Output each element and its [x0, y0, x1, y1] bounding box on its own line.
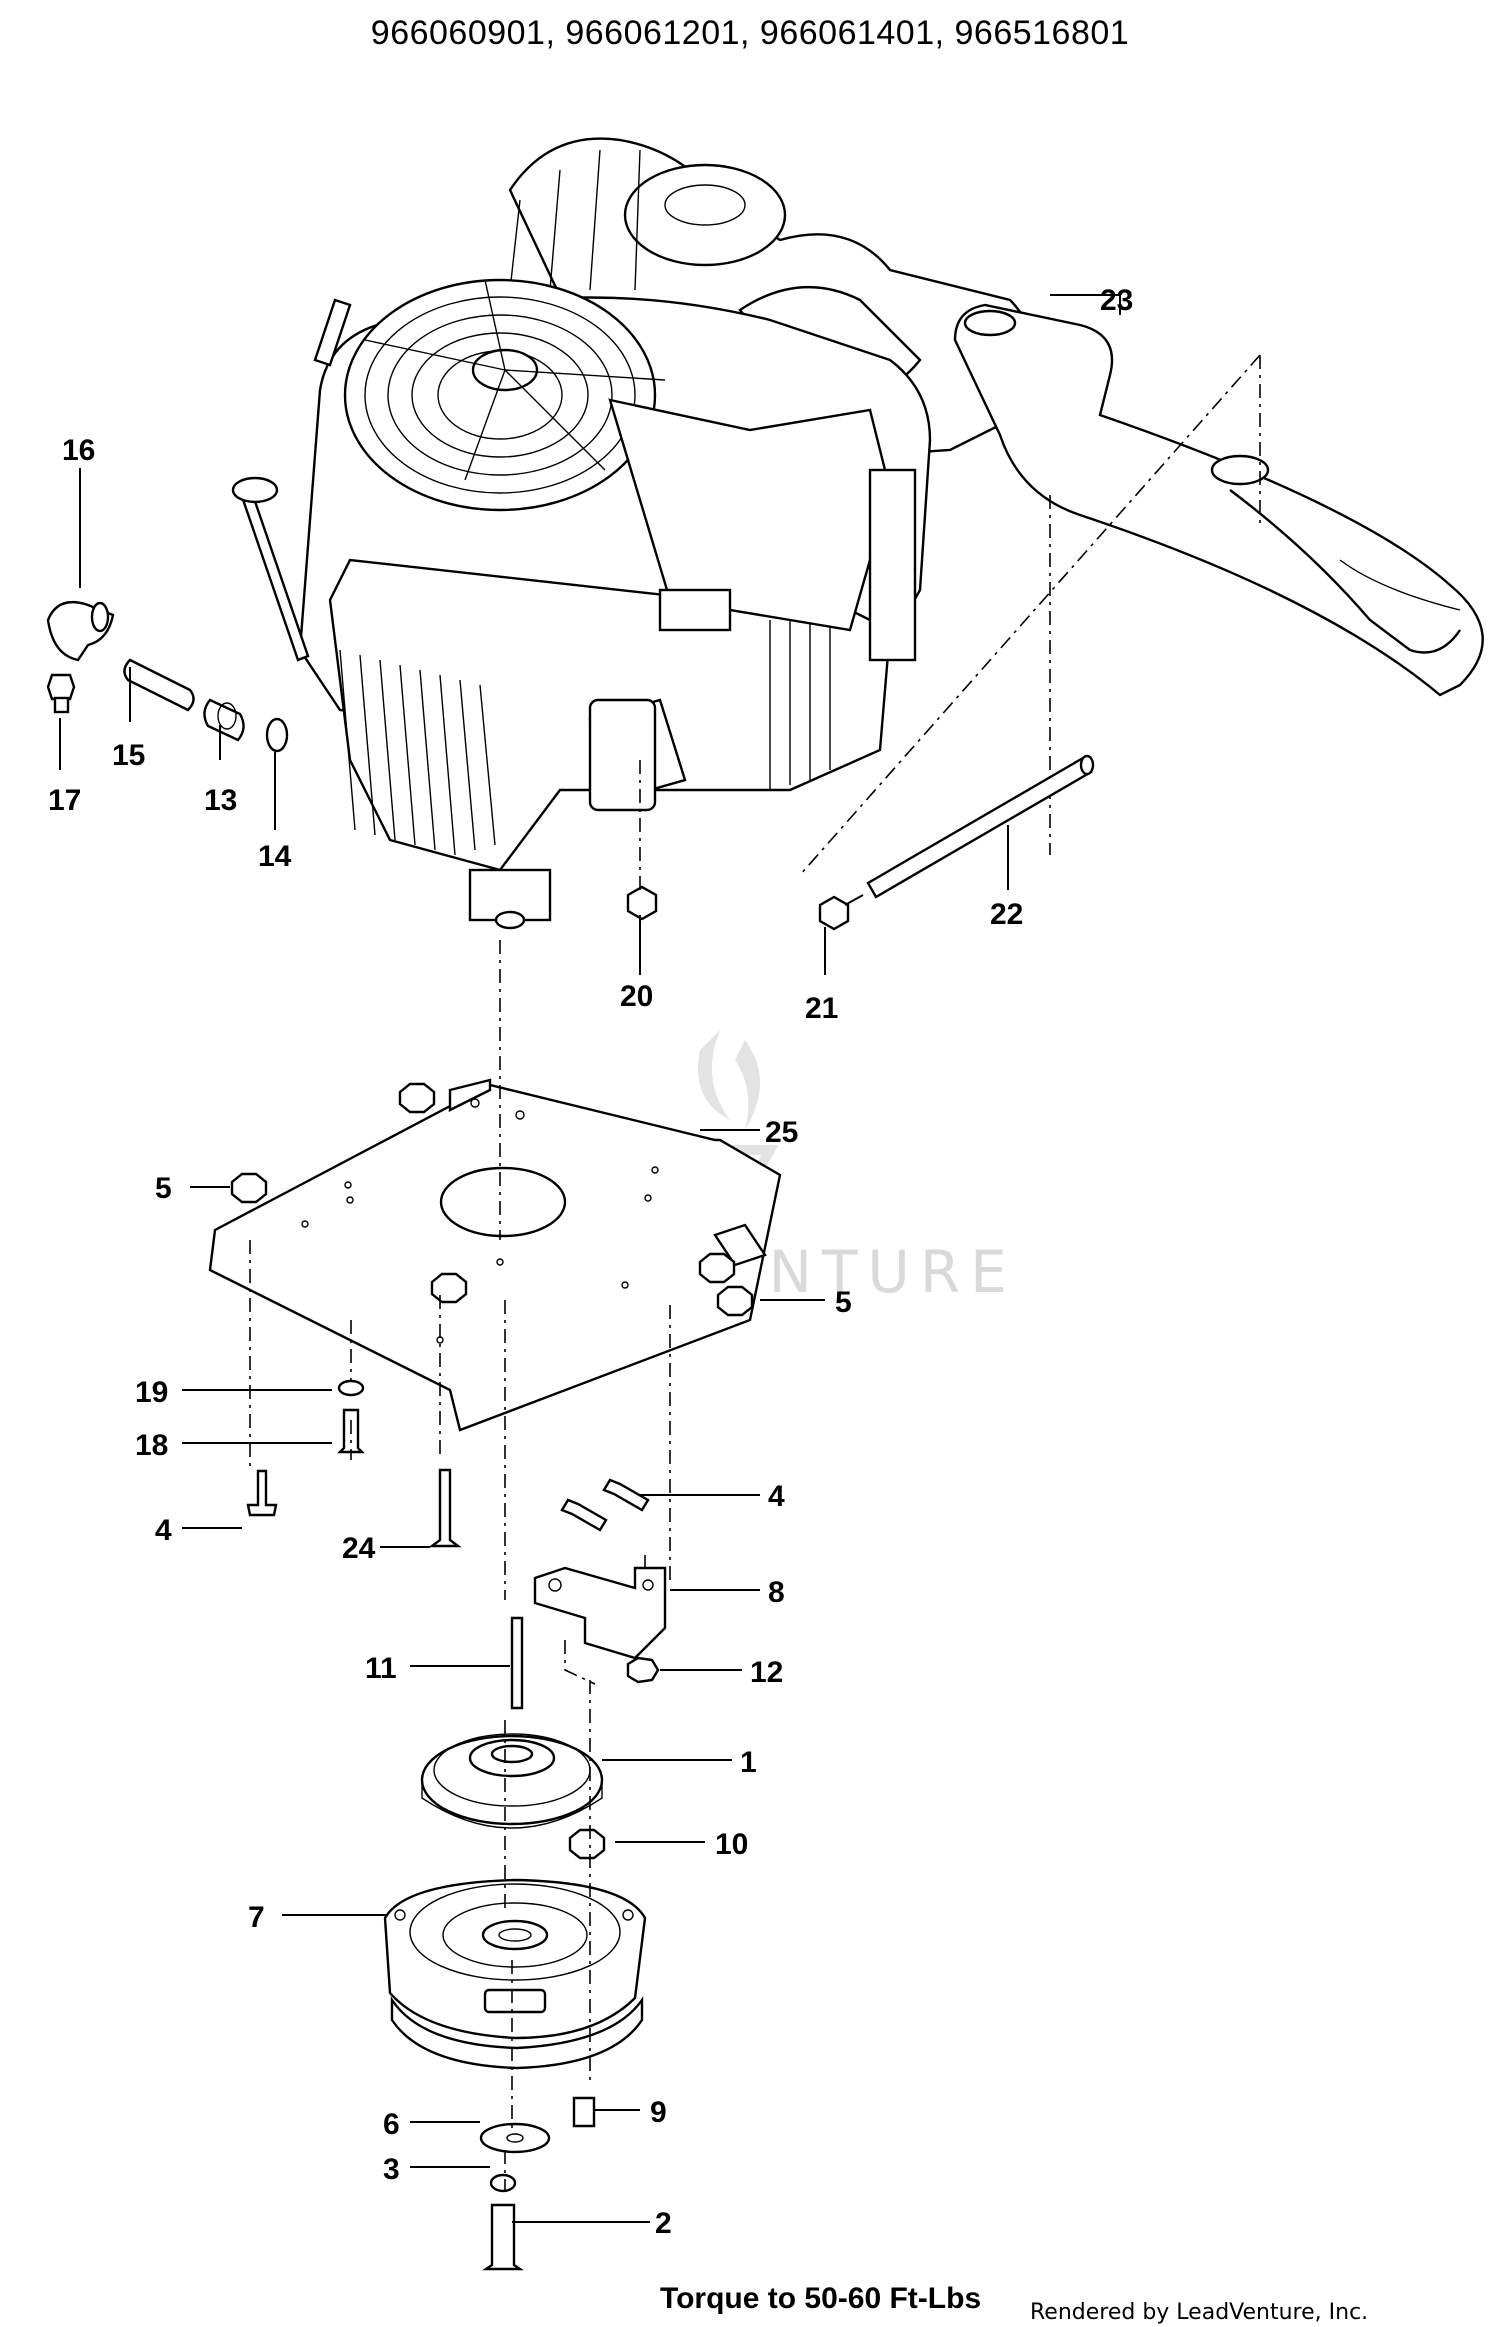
- callout-15: 15: [112, 739, 145, 772]
- callout-17: 17: [48, 784, 81, 817]
- callout-5-left: 5: [155, 1172, 172, 1205]
- callout-1: 1: [740, 1746, 757, 1779]
- callout-4-right: 4: [768, 1480, 785, 1513]
- plate-fasteners: [246, 1379, 462, 1548]
- part-7-clutch: [383, 1878, 647, 2070]
- callout-21: 21: [805, 992, 838, 1025]
- part-5-flange-nuts: [230, 1082, 754, 1317]
- part-20-nut: [626, 885, 658, 921]
- callout-4-left: 4: [155, 1514, 172, 1547]
- callout-5-right: 5: [835, 1286, 852, 1319]
- part-10-nut: [568, 1828, 606, 1860]
- callout-22: 22: [990, 898, 1023, 931]
- callout-18: 18: [135, 1429, 168, 1462]
- callout-23: 23: [1100, 284, 1133, 317]
- torque-note: Torque to 50-60 Ft-Lbs: [660, 2282, 982, 2315]
- part-8-bracket: [533, 1566, 667, 1660]
- callout-13: 13: [204, 784, 237, 817]
- part-21-nut: [818, 895, 850, 931]
- part-11-key: [510, 1616, 524, 1710]
- fuel-fittings: [46, 600, 289, 753]
- leader-lines: [59, 294, 1121, 2223]
- part-4-bolts-upper: [560, 1478, 650, 1532]
- part-25-mount-plate: [208, 1078, 782, 1432]
- callout-2: 2: [655, 2207, 672, 2240]
- callout-14: 14: [258, 840, 292, 873]
- muffler: [953, 303, 1484, 697]
- assembly-lines: [249, 760, 671, 2190]
- callout-8: 8: [768, 1576, 785, 1609]
- lower-fasteners: [479, 2096, 596, 2271]
- callout-20: 20: [620, 980, 653, 1013]
- callout-11: 11: [365, 1652, 397, 1685]
- callout-24: 24: [342, 1532, 376, 1565]
- callout-3: 3: [383, 2153, 400, 2186]
- page-title: 966060901, 966061201, 966061401, 9665168…: [370, 14, 1130, 52]
- callout-7: 7: [248, 1901, 265, 1934]
- engine-assembly: [231, 137, 1038, 930]
- callout-12: 12: [750, 1656, 783, 1689]
- callout-numbers: 16 15 13 14 17 20 21 22 23 25 5 5 19 18 …: [48, 284, 1133, 2240]
- callout-25: 25: [765, 1116, 798, 1149]
- part-1-pulley: [420, 1733, 604, 1829]
- part-22-tube: [866, 754, 1095, 899]
- callout-6: 6: [383, 2108, 400, 2141]
- render-credit: Rendered by LeadVenture, Inc.: [1030, 2300, 1369, 2325]
- callout-19: 19: [135, 1376, 168, 1409]
- callout-10: 10: [715, 1828, 748, 1861]
- part-12-nut: [626, 1656, 660, 1684]
- callout-9: 9: [650, 2096, 667, 2129]
- callout-16: 16: [62, 434, 95, 467]
